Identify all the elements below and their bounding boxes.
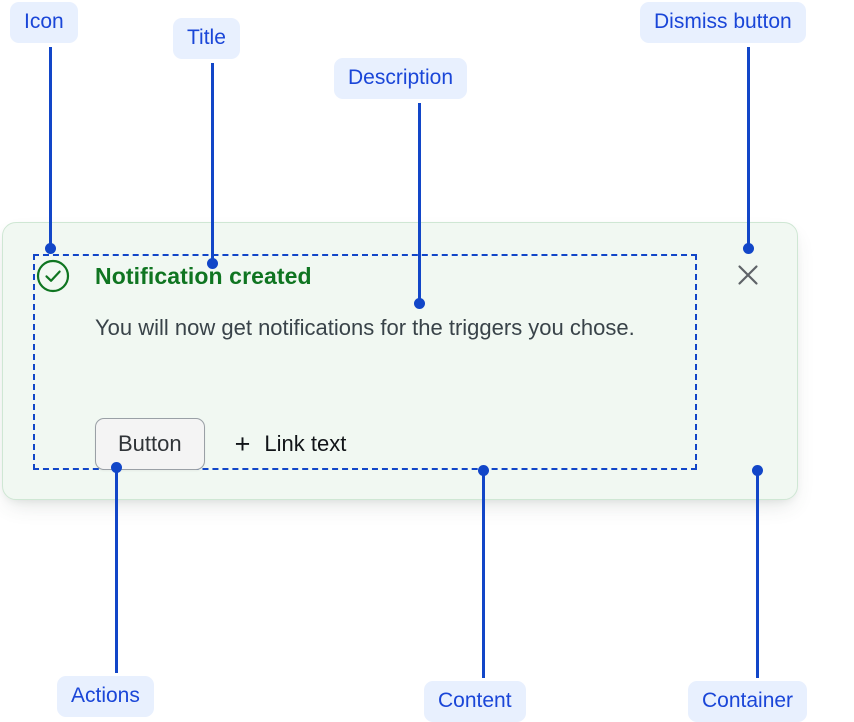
leader-line-actions	[115, 472, 118, 673]
leader-dot-container	[752, 465, 763, 476]
callout-title: Title	[173, 18, 240, 59]
notification-description: You will now get notifications for the t…	[95, 315, 635, 340]
leader-line-description	[418, 103, 421, 303]
leader-dot-actions	[111, 462, 122, 473]
leader-dot-dismiss-button	[743, 243, 754, 254]
close-icon	[735, 262, 761, 291]
leader-dot-title	[207, 258, 218, 269]
leader-line-title	[211, 63, 214, 263]
callout-actions: Actions	[57, 676, 154, 717]
leader-line-icon	[49, 47, 52, 248]
leader-line-container	[756, 475, 759, 678]
callout-container: Container	[688, 681, 808, 722]
leader-dot-icon	[45, 243, 56, 254]
leader-line-dismiss-button	[747, 47, 750, 248]
content-region-outline	[33, 254, 697, 470]
callout-icon: Icon	[10, 2, 78, 43]
leader-dot-content	[478, 465, 489, 476]
callout-content: Content	[424, 681, 526, 722]
notification-actions: Button + Link text	[95, 418, 346, 470]
action-button-label: Button	[118, 431, 182, 456]
notification-title: Notification created	[95, 263, 312, 289]
action-link[interactable]: + Link text	[234, 428, 347, 459]
callout-dismiss-button: Dismiss button	[640, 2, 806, 43]
leader-dot-description	[414, 298, 425, 309]
dismiss-button[interactable]	[731, 259, 765, 293]
action-button[interactable]: Button	[95, 418, 205, 470]
action-link-label: Link text	[264, 431, 347, 456]
check-circle-icon	[36, 259, 70, 293]
plus-icon: +	[234, 428, 251, 459]
leader-line-content	[482, 475, 485, 678]
callout-description: Description	[334, 58, 468, 99]
